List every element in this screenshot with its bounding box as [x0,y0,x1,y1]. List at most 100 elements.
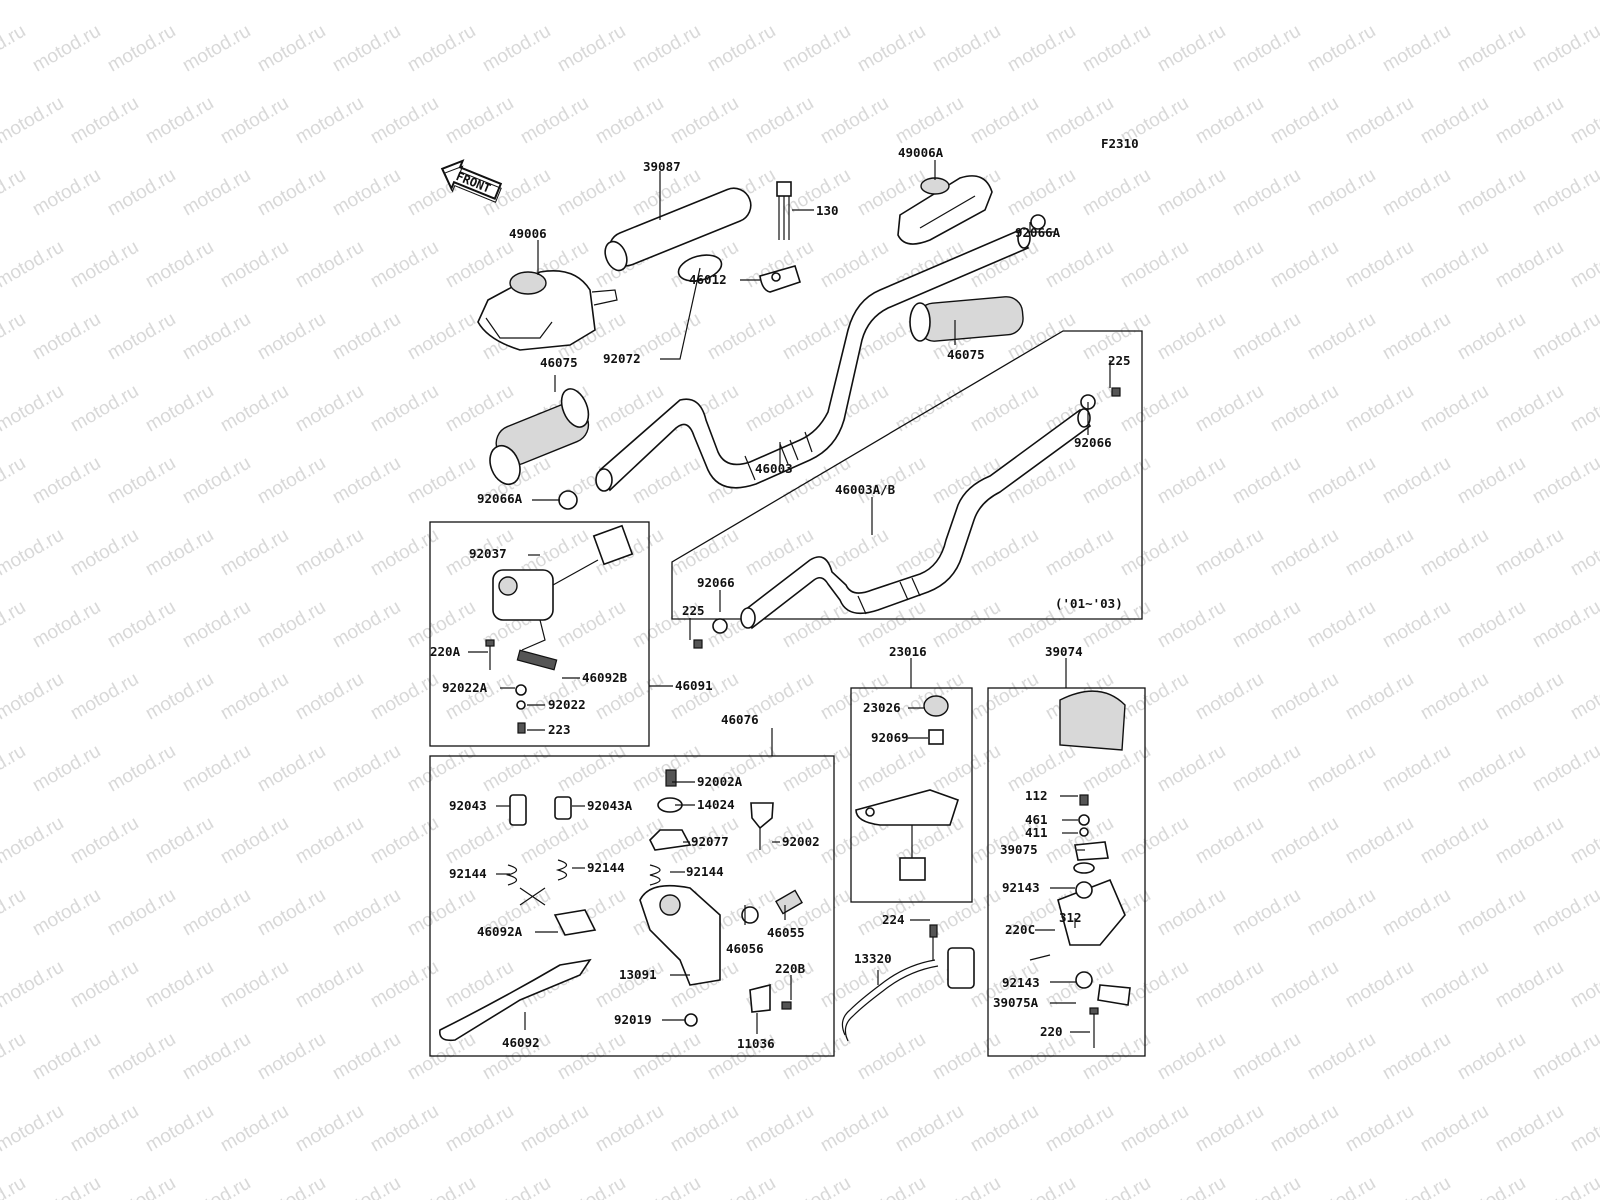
watermark-text: motod.ru [0,957,67,1013]
watermark-text: motod.ru [217,813,292,869]
part-label: 92144 [449,866,487,881]
watermark-text: motod.ru [1567,525,1600,581]
watermark-text: motod.ru [629,741,704,797]
watermark-text: motod.ru [967,0,1042,4]
watermark-text: motod.ru [0,165,29,221]
watermark-text: motod.ru [929,885,1004,941]
watermark-text: motod.ru [1192,1101,1267,1157]
master-cylinder-frame [429,755,835,1057]
watermark-text: motod.ru [779,21,854,77]
handlebar-variant-frame [671,330,1143,620]
watermark-text: motod.ru [1267,669,1342,725]
watermark-text: motod.ru [1267,957,1342,1013]
watermark-text: motod.ru [1529,1029,1600,1085]
watermark-text: motod.ru [1042,0,1117,4]
watermark-text: motod.ru [1192,381,1267,437]
watermark-text: motod.ru [0,0,67,4]
watermark-text: motod.ru [1192,0,1267,4]
watermark-text: motod.ru [442,669,517,725]
watermark-text: motod.ru [1529,597,1600,653]
leader-lines [468,160,1111,1034]
watermark-text: motod.ru [1154,741,1229,797]
watermark-text: motod.ru [1192,957,1267,1013]
watermark-text: motod.ru [329,453,404,509]
watermark-text: motod.ru [179,21,254,77]
watermark-text: motod.ru [292,0,367,4]
watermark-text: motod.ru [367,93,442,149]
watermark-text: motod.ru [142,381,217,437]
watermark-text: motod.ru [1042,237,1117,293]
watermark-text: motod.ru [0,309,29,365]
watermark-text: motod.ru [67,1101,142,1157]
watermark-text: motod.ru [892,669,967,725]
watermark-text: motod.ru [1267,93,1342,149]
watermark-text: motod.ru [179,309,254,365]
watermark-text: motod.ru [217,1101,292,1157]
watermark-text: motod.ru [442,813,517,869]
watermark-text: motod.ru [1567,381,1600,437]
watermark-text: motod.ru [1154,597,1229,653]
screw-225-left [693,639,703,649]
part-label: 461 [1025,812,1048,827]
watermark-text: motod.ru [1379,741,1454,797]
watermark-text: motod.ru [592,93,667,149]
watermark-text: motod.ru [967,525,1042,581]
watermark-text: motod.ru [404,453,479,509]
watermark-text: motod.ru [1417,1101,1492,1157]
watermark-text: motod.ru [254,1029,329,1085]
watermark-text: motod.ru [254,741,329,797]
watermark-text: motod.ru [1567,93,1600,149]
brake-light-switch-assembly [855,695,959,881]
watermark-text: motod.ru [1454,741,1529,797]
watermark-text: motod.ru [142,0,217,4]
years-note: ('01~'03) [1055,596,1123,611]
watermark-text: motod.ru [1304,165,1379,221]
part-label: 225 [682,603,705,618]
watermark-text: motod.ru [404,885,479,941]
watermark-text: motod.ru [854,21,929,77]
watermark-text: motod.ru [967,381,1042,437]
watermark-text: motod.ru [1267,813,1342,869]
part-label: 46056 [726,941,764,956]
watermark-text: motod.ru [1117,813,1192,869]
watermark-text: motod.ru [892,0,967,4]
watermark-text: motod.ru [667,1101,742,1157]
watermark-text: motod.ru [1192,237,1267,293]
watermark-text: motod.ru [104,21,179,77]
part-label: 39075 [1000,842,1038,857]
watermark-text: motod.ru [854,1173,929,1200]
watermark-text: motod.ru [742,0,817,4]
part-label: 220B [775,961,806,976]
screw-225-right [1111,387,1121,397]
watermark-text: motod.ru [0,885,29,941]
watermark-text: motod.ru [142,237,217,293]
watermark-text: motod.ru [817,237,892,293]
watermark-text: motod.ru [1492,525,1567,581]
watermark-text: motod.ru [1117,525,1192,581]
watermark-text: motod.ru [217,381,292,437]
watermark-text: motod.ru [404,741,479,797]
part-label: 11036 [737,1036,775,1051]
watermark-text: motod.ru [217,237,292,293]
watermark-text: motod.ru [554,741,629,797]
watermark-text: motod.ru [67,525,142,581]
watermark-text: motod.ru [179,885,254,941]
watermark-text: motod.ru [0,597,29,653]
part-label: 92043 [449,798,487,813]
watermark-text: motod.ru [1117,669,1192,725]
watermark-text: motod.ru [967,1101,1042,1157]
watermark-text: motod.ru [367,669,442,725]
watermark-text: motod.ru [404,309,479,365]
watermark-text: motod.ru [292,525,367,581]
watermark-text: motod.ru [967,669,1042,725]
watermark-text: motod.ru [1379,453,1454,509]
watermark-text: motod.ru [1454,309,1529,365]
watermark-text: motod.ru [1342,669,1417,725]
watermark-text: motod.ru [1529,885,1600,941]
part-label: 14024 [697,797,735,812]
handlebar-46003ab [740,408,1092,630]
part-label: 13320 [854,951,892,966]
part-label: 223 [548,722,571,737]
watermark-text: motod.ru [1154,1173,1229,1200]
